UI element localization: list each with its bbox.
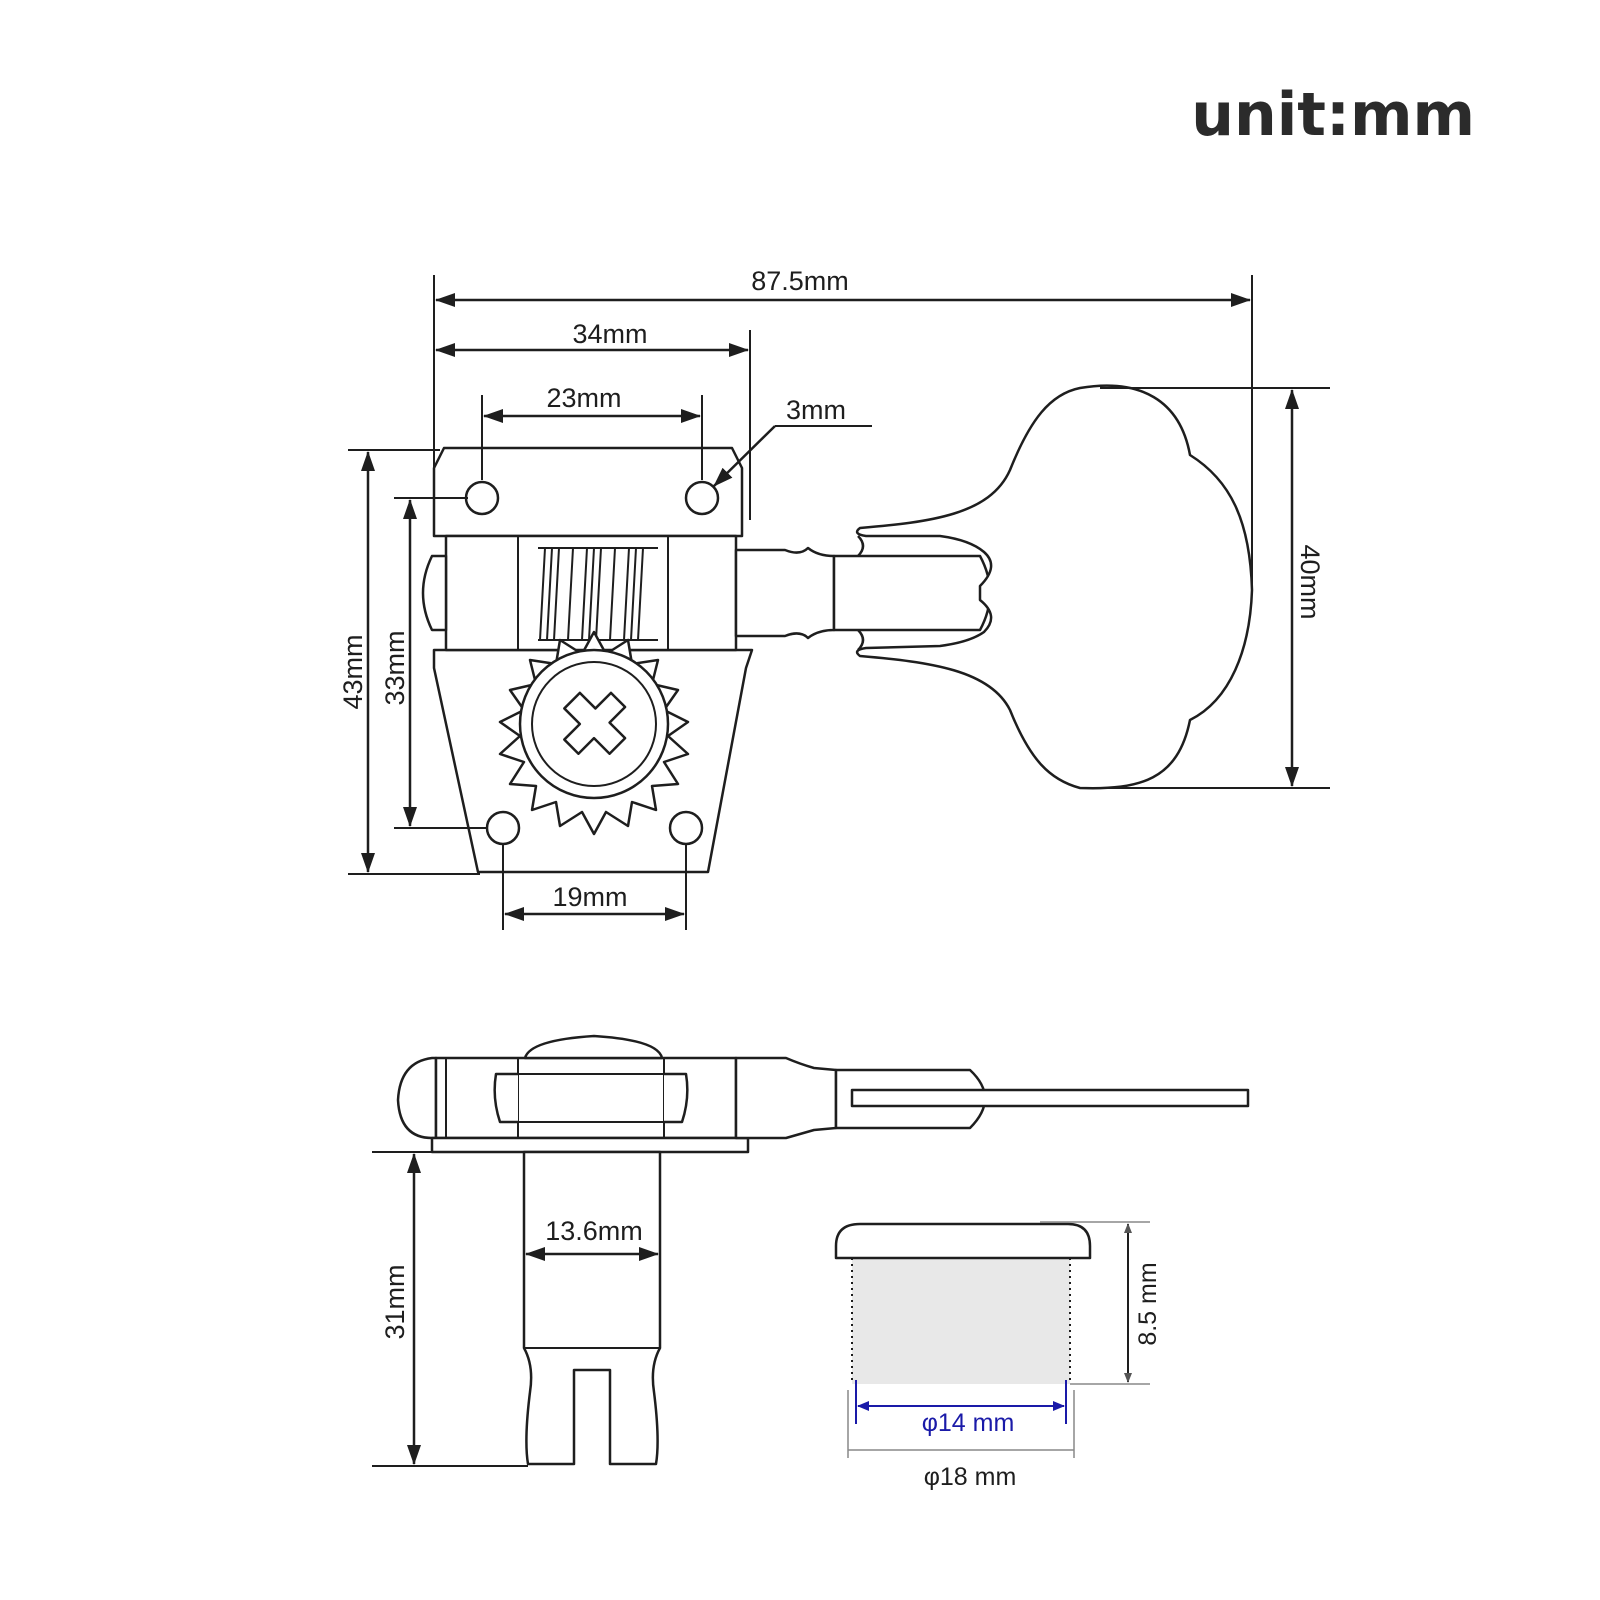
hole-diameter-label: 3mm — [786, 395, 846, 425]
tuner-gear — [498, 630, 690, 836]
post-width-label: 13.6mm — [545, 1216, 643, 1246]
screw-hole-top-right — [684, 480, 720, 516]
body-length-label: 34mm — [572, 319, 647, 349]
overall-length-label: 87.5mm — [751, 266, 849, 296]
bushing-outer-diameter-label: φ18 mm — [924, 1463, 1017, 1491]
side-shaft-neck — [734, 1056, 838, 1140]
bottom-hole-spacing-label: 19mm — [552, 882, 627, 912]
key-height-label: 40mm — [1295, 544, 1325, 619]
gear-bevel — [493, 1072, 689, 1124]
string-post — [522, 1150, 662, 1466]
top-view-dimensions: 87.5mm 34mm 23mm 3mm 19mm 43mm 33mm 40mm — [338, 266, 1330, 930]
unit-label: unit:mm — [1191, 80, 1475, 150]
shaft-tip — [832, 554, 992, 632]
shaft-neck — [734, 546, 836, 640]
shaft-end-cap — [421, 554, 448, 632]
post-length-label: 31mm — [380, 1264, 410, 1339]
side-base-plate — [430, 1136, 750, 1154]
screw-hole-bottom-right — [668, 810, 704, 846]
top-hole-spacing-label: 23mm — [546, 383, 621, 413]
screw-hole-bottom-left — [485, 810, 521, 846]
side-key-edge — [850, 1088, 1250, 1108]
tuner-top-view — [421, 384, 1254, 874]
bushing-inner-diameter-label: φ14 mm — [922, 1409, 1015, 1437]
screw-hole-top-left — [464, 480, 500, 516]
hole-vertical-spacing-label: 33mm — [380, 630, 410, 705]
bushing-detail: 8.5 mm φ14 mm φ18 mm — [834, 1221, 1162, 1491]
gear-dome — [523, 1034, 664, 1060]
bushing-sleeve — [852, 1258, 1070, 1384]
phillips-cross-icon — [563, 691, 627, 755]
side-housing — [434, 1056, 738, 1140]
total-height-label: 43mm — [338, 634, 368, 709]
bushing-height-label: 8.5 mm — [1134, 1262, 1162, 1345]
tuner-side-view: 31mm 13.6mm — [372, 1034, 1250, 1467]
bushing-flange — [834, 1222, 1092, 1260]
side-end-cap — [396, 1056, 438, 1140]
